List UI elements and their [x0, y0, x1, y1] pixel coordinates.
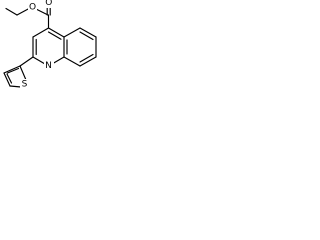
bond-c4a-c4-inner	[47, 31, 62, 40]
chemical-structure-diagram: O O N S	[3, 0, 97, 90]
bond-c2-n1	[32, 56, 46, 65]
benzene-ring	[63, 27, 97, 67]
bond-thiophene-c5-c4	[3, 72, 11, 87]
bond-c4a-c4	[47, 27, 65, 38]
bond-c7-c8	[79, 56, 97, 67]
bond-c5-c6-inner	[79, 31, 94, 41]
ring-nitrogen-label: N	[45, 61, 52, 71]
bond-c7-c8-inner	[79, 53, 94, 63]
bond-c8-c8a	[63, 56, 81, 67]
bond-ethyl-ch3-ch2	[5, 7, 18, 16]
carbonyl-oxygen-label-background	[45, 0, 54, 8]
bond-thiophene-c2-s	[19, 65, 27, 81]
bond-c4a-c5	[63, 27, 81, 38]
ester-oxygen-label: O	[29, 3, 36, 13]
bond-thiophene-inner-2	[6, 73, 13, 84]
carbonyl-oxygen-label: O	[45, 0, 52, 8]
ester-oxygen-label-background	[28, 2, 37, 13]
bond-c2-thiophene	[19, 56, 34, 67]
bond-thiophene-inner-1	[6, 67, 20, 74]
bond-c5-c6	[79, 27, 97, 38]
bond-thiophene-s-c5	[9, 85, 22, 88]
bond-ethyl-ch2-oxygen	[16, 7, 31, 16]
thiophene-ring	[3, 56, 34, 88]
thiophene-sulfur-label-background	[20, 79, 29, 90]
ethyl-ester-group	[5, 1, 51, 29]
thiophene-sulfur-label: S	[22, 80, 28, 90]
bond-thiophene-c4-c3	[3, 65, 21, 74]
bond-oxygen-carbonyl-carbon	[34, 7, 49, 16]
bond-c4-c3	[32, 27, 50, 38]
ring-nitrogen-label-background	[44, 60, 54, 71]
pyridine-ring	[32, 27, 65, 65]
